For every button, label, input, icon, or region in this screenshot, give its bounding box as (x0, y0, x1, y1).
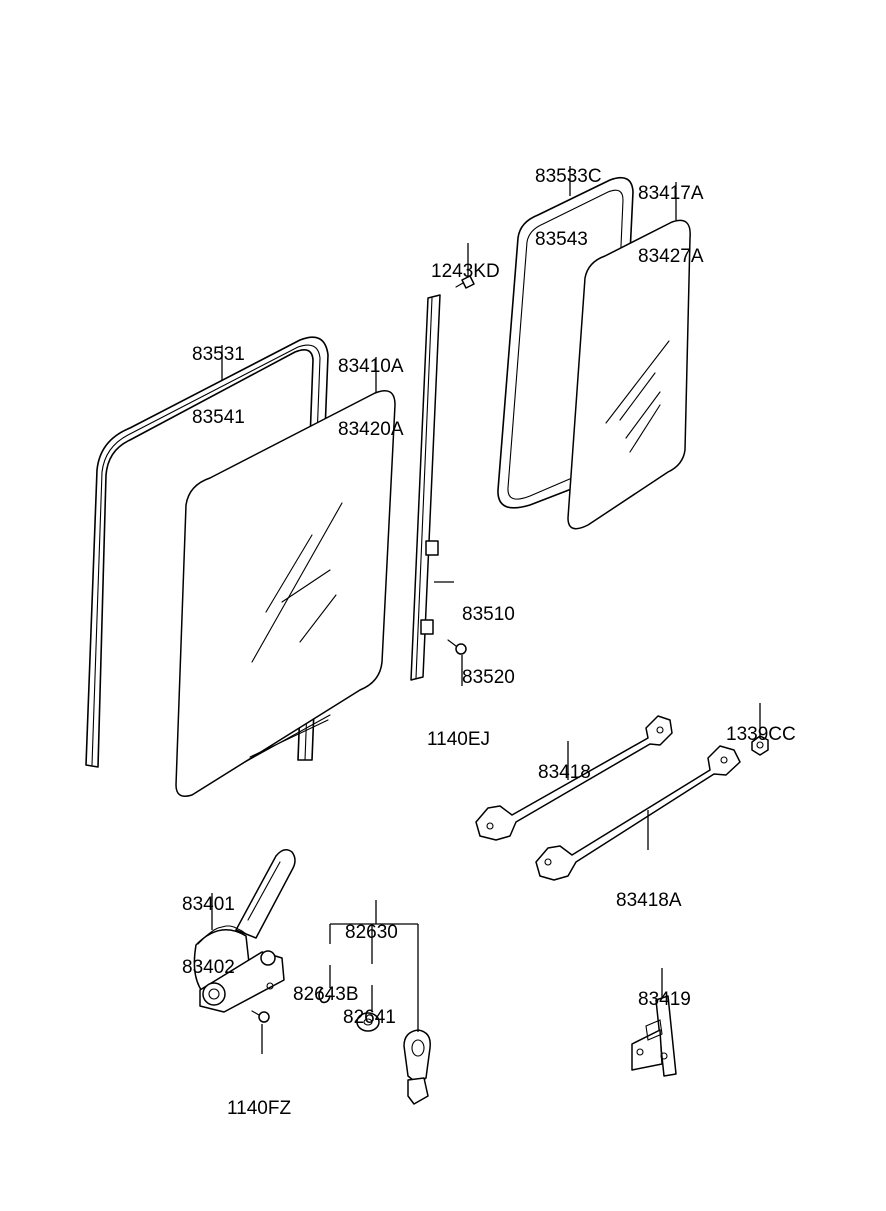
label-seal-front: 83531 83541 (192, 302, 245, 449)
label-nut: 1339CC (726, 682, 796, 766)
part-number: 83410A (338, 356, 404, 377)
label-regulator: 83401 83402 (182, 852, 235, 999)
front-door-glass[interactable] (175, 390, 396, 797)
rear-glass-run-seal[interactable] (497, 176, 634, 509)
part-number: 82643B (293, 984, 359, 1005)
rod-upper[interactable] (475, 715, 673, 841)
part-number: 83417A (638, 183, 704, 204)
label-rod-upper: 83418 (538, 720, 591, 804)
part-number: 83418A (616, 890, 682, 911)
rod-lower[interactable] (535, 745, 741, 881)
part-number: 1339CC (726, 724, 796, 745)
label-channel: 83510 83520 (462, 562, 515, 709)
label-bracket: 83419 (638, 947, 691, 1031)
part-number: 83401 (182, 894, 235, 915)
part-number: 83402 (182, 957, 235, 978)
leader-lines (211, 166, 761, 1054)
part-number: 83543 (535, 229, 588, 250)
label-screw-regulator: 1140FZ (227, 1056, 291, 1140)
part-number: 82630 (345, 922, 398, 943)
window-handle[interactable] (403, 1029, 431, 1105)
handle-washer[interactable] (356, 1012, 380, 1032)
part-number: 83420A (338, 419, 404, 440)
label-glass-front: 83410A 83420A (338, 314, 404, 461)
part-number: 83427A (638, 246, 704, 267)
part-number: 83533C (535, 166, 602, 187)
label-seal-rear: 83533C 83543 (535, 124, 602, 271)
part-number: 83531 (192, 344, 245, 365)
part-number: 1140EJ (427, 729, 491, 750)
label-glass-rear: 83417A 83427A (638, 141, 704, 288)
part-number: 1140FZ (227, 1098, 292, 1119)
label-clip: 82643B (293, 942, 359, 1026)
label-screw-channel: 1140EJ (427, 687, 490, 771)
glass-channel[interactable] (410, 294, 441, 681)
part-number: 83418 (538, 762, 591, 783)
part-number: 82641 (343, 1007, 396, 1028)
rear-quarter-glass[interactable] (567, 219, 691, 530)
label-handle-assy: 82630 (345, 880, 398, 964)
label-rod-lower: 83418A (616, 848, 682, 932)
part-number: 83510 (462, 604, 515, 625)
handle-clip[interactable] (318, 987, 331, 1004)
front-glass-run-seal[interactable] (85, 336, 329, 768)
window-regulator[interactable] (193, 849, 296, 1013)
part-number: 1243KD (431, 261, 500, 282)
part-number: 83520 (462, 667, 515, 688)
label-bolt-top: 1243KD (431, 219, 500, 303)
label-washer: 82641 (343, 965, 396, 1049)
part-number: 83541 (192, 407, 245, 428)
screw-regulator[interactable] (251, 1010, 270, 1023)
part-number: 83419 (638, 989, 691, 1010)
screw-channel[interactable] (447, 639, 467, 655)
rod-bracket[interactable] (631, 995, 677, 1077)
bolt-top[interactable] (455, 275, 475, 289)
